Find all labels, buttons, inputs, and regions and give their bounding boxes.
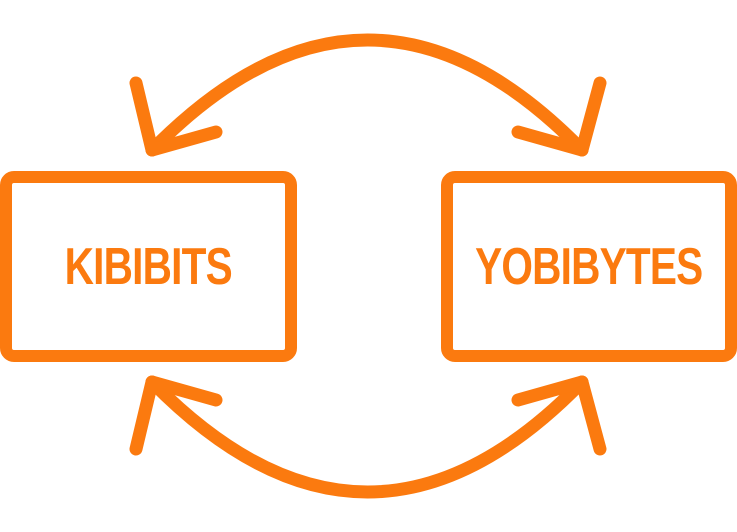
kibibits-box: KIBIBITS [0, 171, 297, 362]
bottom-arc-icon [145, 375, 589, 499]
yobibytes-label: YOBIBYTES [475, 237, 703, 296]
yobibytes-box: YOBIBYTES [441, 171, 737, 362]
top-right-arrowhead-icon [511, 76, 607, 157]
bottom-left-arrowhead-icon [129, 375, 223, 456]
top-left-arrowhead-icon [129, 76, 223, 157]
top-arc-icon [145, 33, 589, 157]
kibibits-label: KIBIBITS [64, 237, 233, 296]
bottom-right-arrowhead-icon [511, 375, 607, 456]
